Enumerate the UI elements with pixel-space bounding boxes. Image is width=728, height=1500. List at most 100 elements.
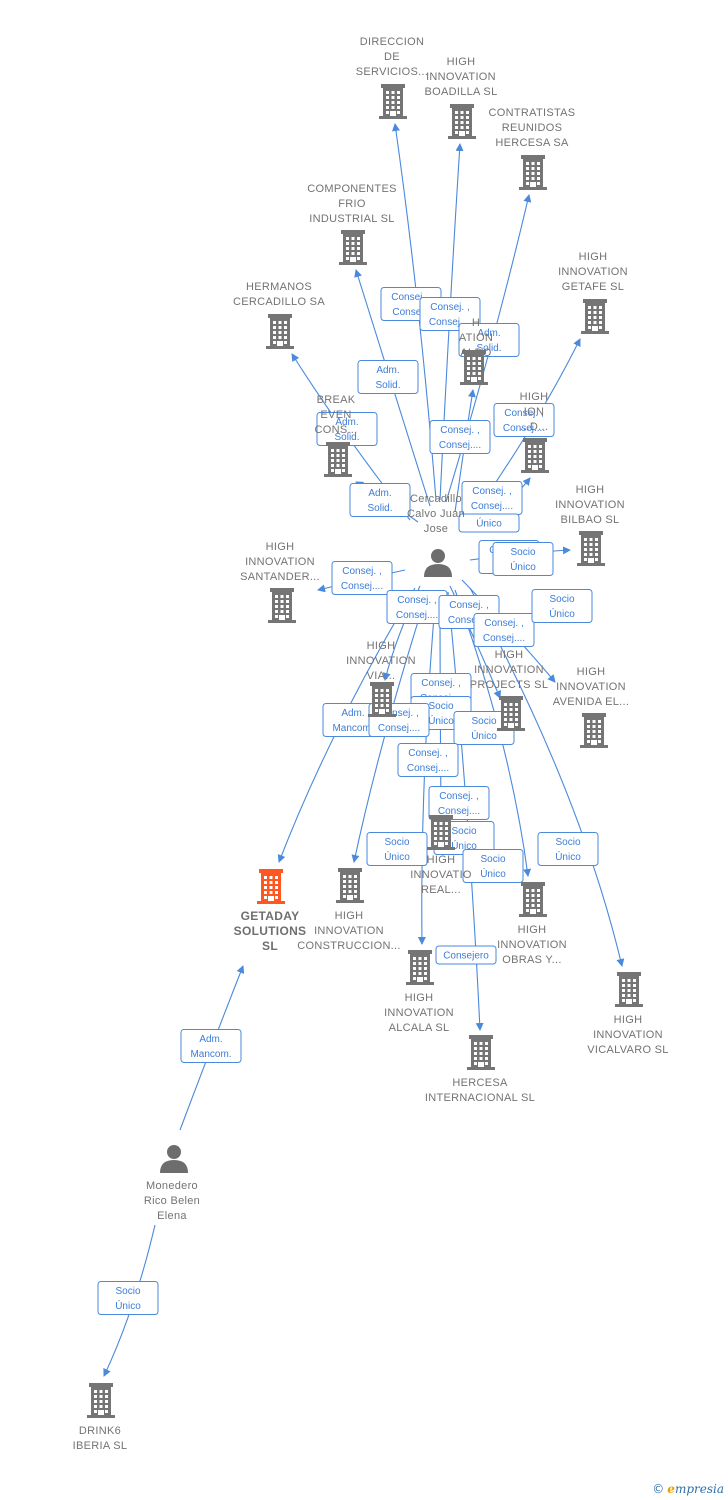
building-icon: [427, 815, 455, 850]
edge-label[interactable]: Consej. ,Consej....: [397, 743, 459, 777]
node-label-obras: INNOVATION: [497, 939, 567, 951]
node-direccion[interactable]: DIRECCIONDESERVICIOS...: [356, 36, 428, 119]
brand-logo-initial: e: [667, 1482, 675, 1496]
building-icon: [336, 868, 364, 903]
edge-label[interactable]: Adm.Mancom.: [180, 1029, 242, 1063]
node-madrid[interactable]: HIGHION...D...: [520, 391, 549, 473]
edge-label-text: Socio: [428, 701, 453, 712]
edge-label-text: Consej. ,: [379, 708, 418, 719]
node-label-componentes: INDUSTRIAL SL: [309, 213, 394, 225]
edge-label[interactable]: Adm.Solid.: [316, 412, 378, 446]
node-real[interactable]: HIGHINNOVATIOREAL...: [410, 815, 472, 896]
edge-label-box: [429, 420, 491, 454]
node-label-obras: OBRAS Y...: [502, 954, 561, 966]
edge-label[interactable]: Consej. ,Consej....: [461, 481, 523, 515]
node-label-direccion: SERVICIOS...: [356, 66, 428, 78]
node-label-aldo: ATION: [459, 332, 493, 344]
node-label-cercadillo: Calvo Juan: [407, 508, 465, 520]
edge-label[interactable]: Adm.Solid.: [357, 360, 419, 394]
edge-label-text: Consej....: [407, 763, 449, 774]
edge-label-box: [531, 589, 593, 623]
node-label-contratistas: CONTRATISTAS: [489, 107, 576, 119]
edge-label[interactable]: Consej. ,Consej....: [473, 613, 535, 647]
node-label-alcala: HIGH: [405, 992, 434, 1004]
node-santander[interactable]: HIGHINNOVATIONSANTANDER...: [240, 541, 320, 623]
edge-label[interactable]: Consej. ,Consej....: [331, 561, 393, 595]
node-label-contratistas: REUNIDOS: [502, 122, 562, 134]
edge-label[interactable]: Consej. ,Consej....: [429, 420, 491, 454]
edge-label[interactable]: Consej. ,Consej....: [493, 403, 555, 437]
building-icon: [339, 230, 367, 265]
edge-label-text: Solid.: [476, 343, 501, 354]
edge-label[interactable]: Consej. ,Consej....: [386, 590, 448, 624]
node-label-boadilla: BOADILLA SL: [424, 86, 497, 98]
node-label-getafe: GETAFE SL: [562, 281, 624, 293]
edge-label[interactable]: Consej. ,Consej....: [419, 297, 481, 331]
node-label-hermanos: CERCADILLO SA: [233, 296, 325, 308]
node-label-vicalvaro: INNOVATION: [593, 1029, 663, 1041]
edge-label-text: Adm.: [368, 488, 391, 499]
brand-footer[interactable]: ©empresia: [652, 1482, 724, 1496]
node-via[interactable]: HIGHINNOVATIONVIA...: [346, 640, 416, 717]
node-breakeven[interactable]: BREAKEVENCONS...: [314, 394, 357, 477]
building-icon: [615, 972, 643, 1007]
edge-label[interactable]: Adm.Mancom.: [322, 703, 384, 737]
node-label-via: INNOVATION: [346, 655, 416, 667]
node-label-hercesa: HERCESA: [452, 1077, 508, 1089]
edge-label[interactable]: Consej. ,Consej....: [428, 786, 490, 820]
edge-label-text: Consej. ,: [397, 595, 436, 606]
building-icon: [519, 155, 547, 190]
edge-label-text: Consej. ,: [342, 566, 381, 577]
edge-label[interactable]: Único: [458, 513, 520, 533]
node-label-drink6: IBERIA SL: [73, 1440, 128, 1452]
edge-label[interactable]: Adm.Solid.: [458, 323, 520, 357]
edge-label-text: Adm.: [335, 417, 358, 428]
node-label-avenida: AVENIDA EL...: [553, 696, 629, 708]
node-construccion[interactable]: HIGHINNOVATIONCONSTRUCCION...: [297, 868, 401, 952]
edge-label-text: Solid.: [367, 503, 392, 514]
edge-label-text: Consej. ,: [472, 486, 511, 497]
edge-label-text: Socio: [555, 837, 580, 848]
edge-label-text: Consej....: [483, 633, 525, 644]
node-label-boadilla: INNOVATION: [426, 71, 496, 83]
edge-label-box: [462, 849, 524, 883]
building-icon: [581, 299, 609, 334]
node-label-bilbao: BILBAO SL: [561, 514, 620, 526]
building-icon: [497, 696, 525, 731]
edge-label-box: [493, 403, 555, 437]
edge-label-text: Consej. ,: [449, 600, 488, 611]
edge-label-text: Socio: [471, 716, 496, 727]
node-label-projects: HIGH: [495, 649, 524, 661]
building-icon: [448, 104, 476, 139]
edge-label[interactable]: Adm. Solid.: [349, 483, 411, 517]
node-label-breakeven: EVEN: [320, 409, 351, 421]
building-icon: [266, 314, 294, 349]
node-label-madrid: ION: [524, 406, 544, 418]
edge-label[interactable]: Consejero: [435, 945, 497, 965]
node-label-getaday: SL: [262, 939, 278, 953]
